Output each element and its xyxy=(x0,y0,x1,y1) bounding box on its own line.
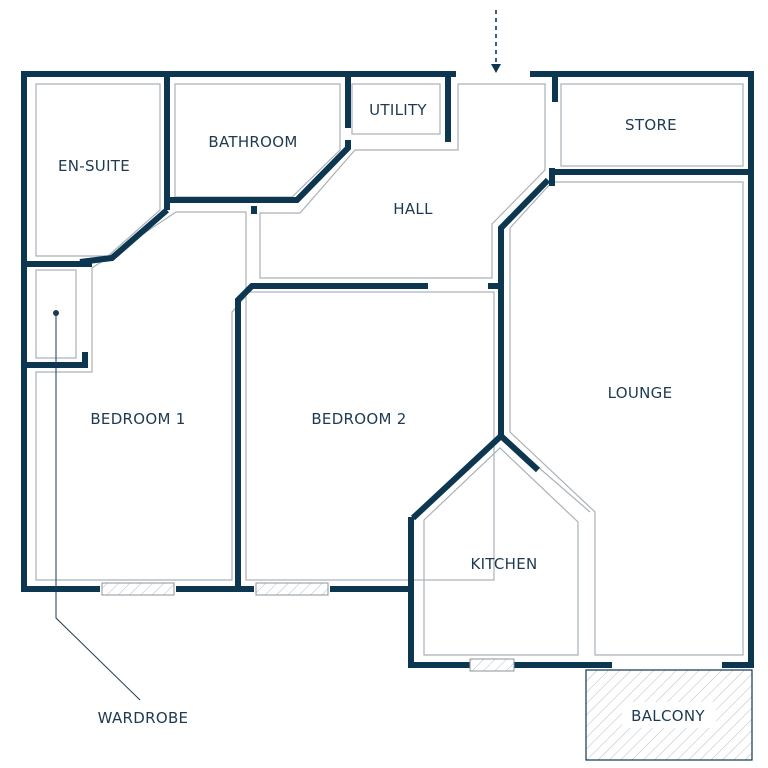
window-bedroom2 xyxy=(255,582,329,596)
room-labels: EN-SUITE BATHROOM UTILITY STORE HALL BED… xyxy=(58,101,705,727)
label-hall: HALL xyxy=(393,200,433,218)
windows xyxy=(101,582,515,672)
store-outline xyxy=(560,83,744,167)
lounge-west-wall xyxy=(498,177,551,436)
kitchen-outer-outline xyxy=(415,433,591,513)
utility-outline xyxy=(351,83,441,135)
window-bedroom1 xyxy=(101,582,175,596)
walls xyxy=(21,71,754,668)
entrance-arrow-icon xyxy=(491,10,501,73)
bedroom1-outline xyxy=(35,211,247,581)
bathroom-outline xyxy=(174,83,341,198)
label-bedroom2: BEDROOM 2 xyxy=(311,410,406,428)
label-bathroom: BATHROOM xyxy=(208,133,297,151)
hall-outline xyxy=(259,83,546,279)
label-balcony: BALCONY xyxy=(631,707,705,725)
bedroom2-west-wall xyxy=(235,283,428,592)
en-suite-outline xyxy=(35,83,161,257)
wardrobe-pointer xyxy=(53,310,141,701)
bathroom-wall xyxy=(167,140,351,203)
bedroom2-outline xyxy=(245,291,495,581)
lounge-outline xyxy=(509,181,744,656)
label-kitchen: KITCHEN xyxy=(470,555,537,573)
inner-room-outlines xyxy=(35,83,744,656)
window-kitchen xyxy=(469,658,515,672)
label-lounge: LOUNGE xyxy=(608,384,673,402)
label-en-suite: EN-SUITE xyxy=(58,157,130,175)
label-bedroom1: BEDROOM 1 xyxy=(90,410,185,428)
kitchen-ne-wall xyxy=(498,433,541,473)
label-wardrobe: WARDROBE xyxy=(98,709,189,727)
en-suite-corner-wall xyxy=(79,207,169,265)
kitchen-outline xyxy=(423,447,579,656)
kitchen-nw-wall xyxy=(410,433,504,521)
label-utility: UTILITY xyxy=(369,101,427,119)
label-store: STORE xyxy=(625,116,677,134)
balcony-label-bg xyxy=(622,702,716,728)
